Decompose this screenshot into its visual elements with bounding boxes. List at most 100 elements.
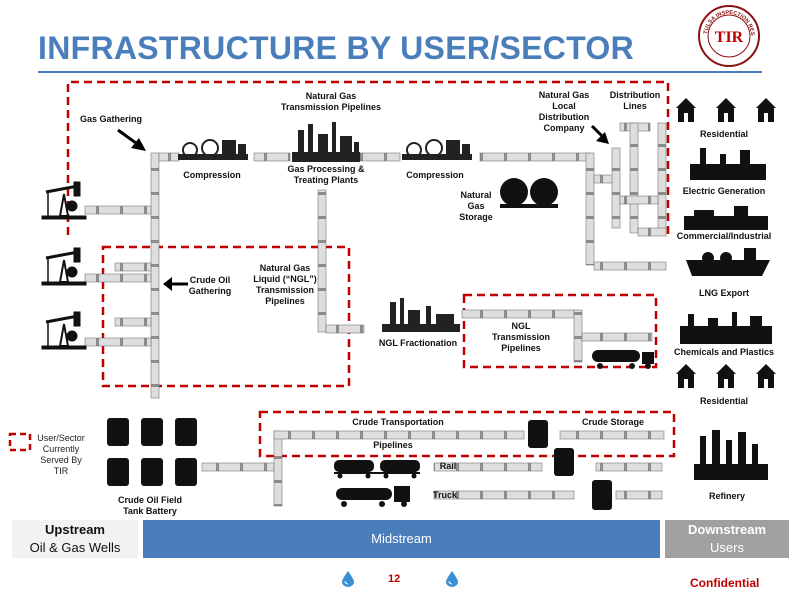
label-user-electric-generation: Electric Generation [682, 186, 766, 196]
label-distribution-lines: Distribution Lines [609, 90, 661, 111]
ngl-pipe-h [325, 324, 365, 334]
label-pipelines: Pipelines [373, 440, 413, 450]
label-crude-oil-gathering: Crude Oil Gathering [188, 275, 232, 296]
dist-pipe-v1 [585, 152, 595, 266]
legend-dashed-swatch [8, 432, 32, 452]
label-ngl-transmission-right: NGL Transmission Pipelines [491, 321, 551, 353]
arrows [117, 124, 609, 291]
water-drop-icon [342, 571, 354, 587]
crude-pipe-rail [433, 462, 543, 472]
gas-processing-plant-icon [292, 122, 360, 162]
dist-pipe-v2 [611, 147, 621, 229]
upstream-subtitle: Oil & Gas Wells [29, 540, 121, 555]
page-title: INFRASTRUCTURE BY USER/SECTOR [38, 30, 635, 66]
label-ngl-transmission-left: Natural Gas Liquid (“NGL”) Transmission … [253, 263, 317, 306]
gas-pipe-3 [359, 152, 401, 162]
well-pipe-1 [84, 205, 152, 215]
label-user-residential-1: Residential [699, 129, 748, 139]
tank-battery-icon [107, 418, 197, 486]
branch-pipe-a [114, 262, 152, 272]
ngl-pipe-3 [573, 309, 583, 363]
label-user-commercial-industrial: Commercial/Industrial [676, 231, 772, 241]
gas-pipe-4 [479, 152, 591, 162]
label-user-residential-2: Residential [699, 396, 748, 406]
ngl-pipe-v [317, 189, 327, 333]
legend-text: User/Sector Currently Served By TIR [37, 433, 85, 476]
svg-text:TIR: TIR [715, 29, 744, 46]
label-user-lng-export: LNG Export [698, 288, 749, 298]
crude-gathering-region [101, 245, 351, 388]
residential-houses-icon [676, 98, 776, 122]
compression-icon [402, 139, 472, 160]
midstream-title: Midstream [371, 531, 432, 546]
ngl-pipe-2 [461, 309, 575, 319]
label-gas-gathering: Gas Gathering [79, 114, 142, 124]
midstream-band: Midstream [143, 520, 660, 558]
label-compression-1: Compression [183, 170, 241, 180]
label-natural-gas-local-distribution: Natural Gas Local Distribution Company [538, 90, 590, 133]
label-truck: Truck [432, 490, 457, 500]
label-crude-storage: Crude Storage [581, 417, 644, 427]
label-natural-gas-storage: Natural Gas Storage [459, 190, 493, 222]
commercial-industrial-icon [684, 206, 768, 230]
trunk-pipe [150, 152, 160, 399]
crude-storage-tank-icons [528, 420, 612, 510]
crude-transport-region [258, 410, 676, 458]
title-underline [38, 71, 762, 73]
well-pipe-2 [84, 273, 152, 283]
label-ngl-fractionation: NGL Fractionation [378, 338, 458, 348]
label-compression-2: Compression [406, 170, 464, 180]
chemicals-plastics-icon [680, 312, 772, 344]
label-tank-battery: Crude Oil Field Tank Battery [117, 495, 182, 516]
refinery-icon [694, 430, 768, 480]
dist-pipe-v3 [629, 122, 639, 234]
label-user-refinery: Refinery [708, 491, 745, 501]
crude-pipe-1 [201, 462, 275, 472]
compression-icon [178, 139, 248, 160]
rail-cars-icon [334, 460, 420, 479]
gas-storage-icon [500, 178, 558, 208]
residential-houses-icon [676, 364, 776, 388]
ngl-pipe-4 [581, 332, 653, 342]
label-crude-transportation: Crude Transportation [352, 417, 444, 427]
electric-generation-icon [690, 148, 766, 180]
crude-tanker-truck-icon [336, 486, 410, 507]
oil-well-icons [41, 181, 87, 350]
dist-pipe-v4 [657, 122, 667, 234]
dist-pipe-h4 [619, 195, 659, 205]
crude-pipe-5 [615, 490, 663, 500]
label-natural-gas-transmission: Natural Gas Transmission Pipelines [280, 91, 382, 112]
tir-logo: TULSA INSPECTION RESOURCES, LLC TIR [698, 5, 760, 67]
crude-pipe-4 [595, 462, 663, 472]
ngl-tanker-truck-icon [592, 350, 654, 369]
confidential-label: Confidential [690, 576, 760, 590]
pump-jack-icon [41, 247, 87, 286]
crude-pipe-3 [559, 430, 665, 440]
label-gas-processing: Gas Processing & Treating Plants [287, 164, 365, 185]
dist-pipe-h5 [637, 227, 667, 237]
crude-pipe-v [273, 430, 283, 507]
tir-served-regions [66, 80, 676, 458]
upstream-title: Upstream [45, 522, 105, 537]
downstream-band: Downstream Users [665, 520, 789, 558]
gas-pipe-1 [158, 152, 180, 162]
pump-jack-icon [41, 181, 87, 220]
gas-pipe-2 [253, 152, 291, 162]
pipelines [84, 122, 667, 507]
downstream-subtitle: Users [710, 540, 744, 555]
label-user-chemicals-plastics: Chemicals and Plastics [673, 347, 775, 357]
downstream-title: Downstream [687, 522, 767, 537]
upstream-band: Upstream Oil & Gas Wells [12, 520, 138, 558]
well-pipe-3 [84, 337, 152, 347]
branch-pipe-b [114, 317, 152, 327]
lng-export-ship-icon [686, 248, 770, 276]
dist-pipe-h3 [593, 261, 667, 271]
page-number: 12 [388, 573, 401, 585]
pump-jack-icon [41, 311, 87, 350]
ngl-transmission-region [462, 293, 658, 369]
ngl-fractionation-icon [382, 298, 460, 332]
crude-pipe-truck [433, 490, 575, 500]
water-drop-icon [446, 571, 458, 587]
label-rail: Rail [439, 461, 457, 471]
